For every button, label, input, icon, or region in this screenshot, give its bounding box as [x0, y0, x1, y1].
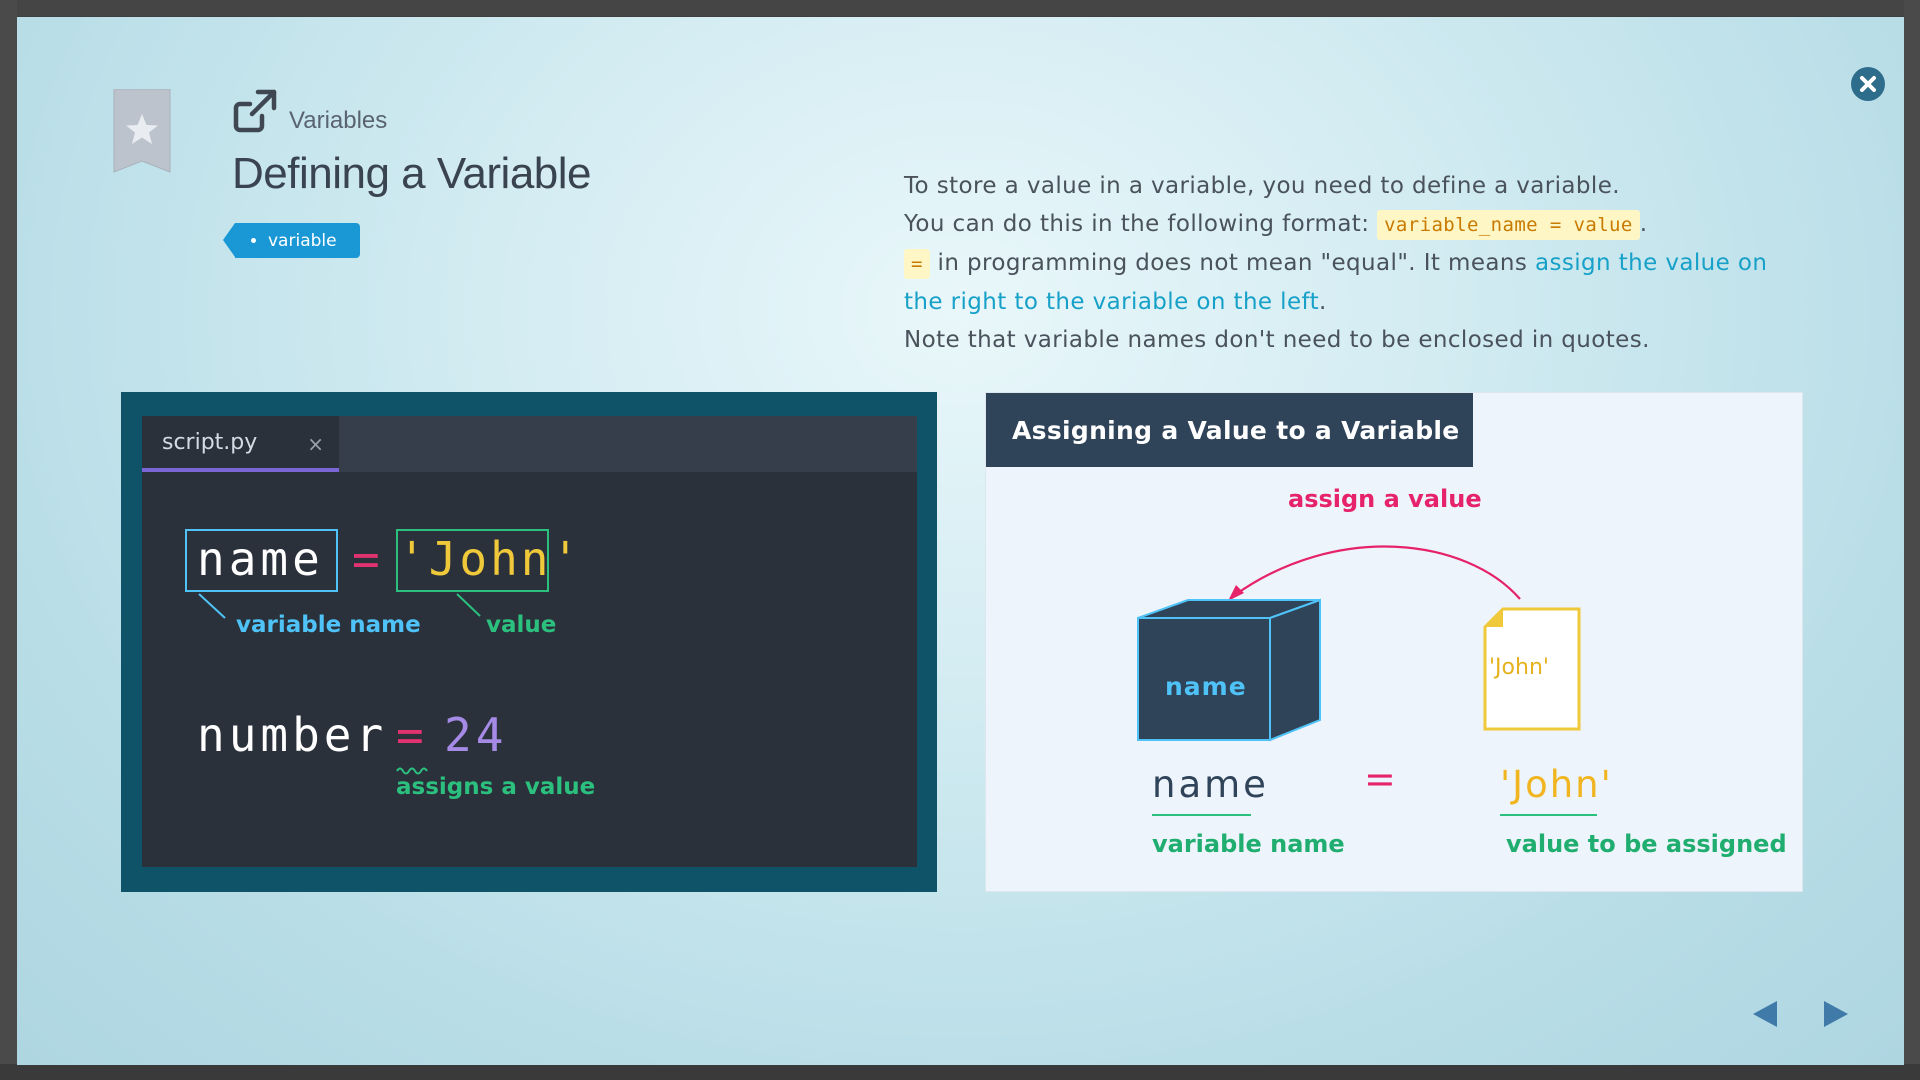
desc-format-text: You can do this in the following format:	[904, 211, 1378, 237]
tag-dot	[251, 238, 256, 243]
equation-name: name	[1152, 763, 1269, 806]
variable-box-icon	[1137, 598, 1321, 742]
value-pointer	[456, 593, 481, 617]
desc-highlight-2: the right to the variable on the left	[904, 289, 1320, 315]
topic-label: Variables	[289, 107, 388, 134]
desc-period: .	[1639, 211, 1648, 237]
assign-label: assign a value	[1288, 485, 1482, 513]
equation-sign: =	[1364, 757, 1400, 801]
diagram-title: Assigning a Value to a Variable	[986, 393, 1473, 467]
prev-arrow-icon[interactable]	[1750, 999, 1780, 1029]
desc-line-1: To store a value in a variable, you need…	[904, 173, 1620, 199]
desc-line-4: the right to the variable on the left.	[904, 283, 1804, 321]
desc-line-2: You can do this in the following format:…	[904, 205, 1804, 244]
code-editor: script.py × name = 'John' variable name …	[142, 416, 917, 867]
variable-name-box	[185, 529, 338, 592]
tab-script-py[interactable]: script.py ×	[142, 416, 339, 472]
code-equals: =	[352, 532, 384, 586]
next-arrow-icon[interactable]	[1821, 999, 1851, 1029]
squiggle-underline	[396, 767, 428, 775]
close-button[interactable]	[1851, 67, 1885, 101]
annotation-assigns: assigns a value	[396, 774, 596, 800]
desc-equals-text: in programming does not mean "equal". It…	[929, 250, 1535, 276]
backdrop-bottom	[0, 1064, 1920, 1080]
box-label: name	[1165, 672, 1247, 701]
lesson-description: To store a value in a variable, you need…	[904, 167, 1804, 359]
code-number-name: number	[197, 708, 388, 762]
annotation-value: value	[486, 612, 557, 638]
equation-value-underline	[1500, 814, 1597, 816]
close-icon	[1860, 76, 1876, 92]
diagram-illustration: Assigning a Value to a Variable assign a…	[985, 392, 1803, 892]
backdrop-left	[0, 0, 17, 1080]
code-illustration: script.py × name = 'John' variable name …	[121, 392, 937, 892]
code-number-value: 24	[444, 708, 508, 762]
tab-close-icon[interactable]: ×	[307, 432, 324, 456]
desc-period-2: .	[1319, 289, 1327, 315]
label-variable-name: variable name	[1152, 830, 1345, 858]
tag-label: variable	[268, 230, 337, 251]
assign-arrow	[1228, 545, 1521, 601]
backdrop-right	[1904, 0, 1920, 1080]
annotation-variable-name: variable name	[236, 612, 421, 638]
format-code: variable_name = value	[1377, 210, 1640, 240]
document-icon	[1483, 607, 1581, 731]
lesson-modal: Variables Defining a Variable variable T…	[17, 17, 1904, 1065]
label-value-assigned: value to be assigned	[1506, 830, 1787, 858]
value-box	[396, 529, 549, 592]
backdrop-top	[0, 0, 1920, 16]
document-label: 'John'	[1489, 655, 1549, 680]
tab-label: script.py	[162, 429, 258, 455]
equals-code: =	[904, 249, 930, 279]
desc-highlight-1: assign the value on	[1534, 250, 1768, 276]
equation-value: 'John'	[1500, 763, 1613, 806]
tag-badge[interactable]: variable	[223, 223, 360, 258]
code-variable-name: name	[197, 532, 324, 586]
external-link-icon[interactable]	[232, 88, 278, 134]
desc-line-5: Note that variable names don't need to b…	[904, 327, 1650, 353]
variable-name-pointer	[198, 593, 226, 619]
desc-line-3: = in programming does not mean "equal". …	[904, 244, 1804, 283]
code-equals-2: =	[396, 708, 428, 762]
equation-name-underline	[1152, 814, 1251, 816]
page-title: Defining a Variable	[232, 149, 592, 198]
bookmark-star-icon[interactable]	[112, 89, 172, 189]
code-string-value: 'John'	[398, 532, 583, 586]
